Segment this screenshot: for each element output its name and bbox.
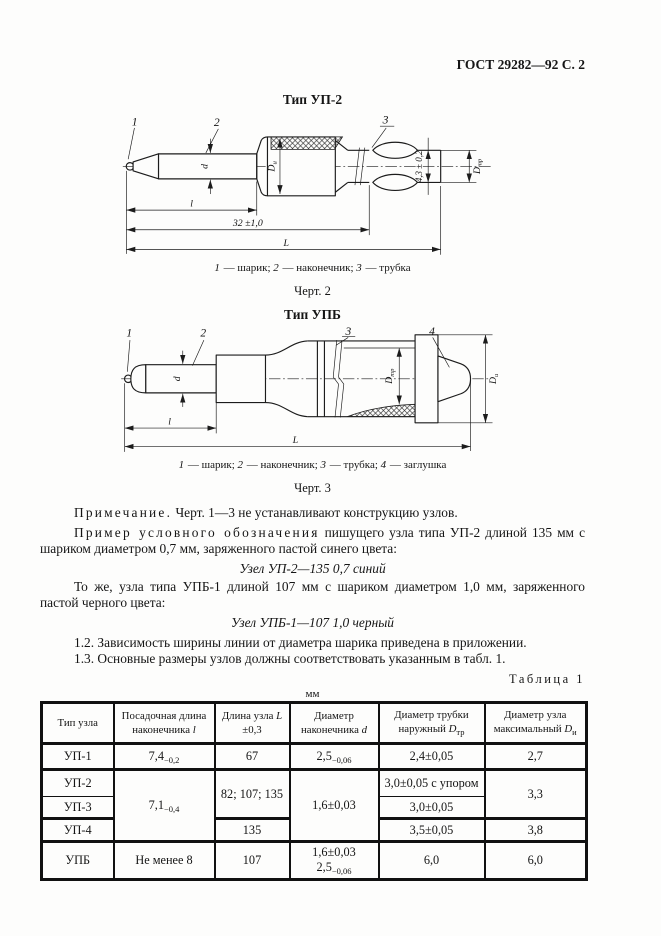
table-label: Таблица 1 [509, 672, 585, 686]
dim-l-label: l [190, 199, 193, 210]
figure2-caption: 1 — шарик; 2 — наконечник; 3 — трубка [214, 262, 411, 274]
note-paragraph: Примечание. Черт. 1—3 не устанавливают к… [74, 505, 458, 520]
cell-max-diameter: 3,8 [483, 817, 588, 843]
table-row-up2: УП-2 7,1−0,4 82; 107; 135 1,6±0,03 3,0±0… [40, 768, 588, 843]
dim-dtr-label: Dтр [384, 368, 396, 385]
figure3-number: Черт. 3 [294, 481, 331, 495]
callout-1: 1 [126, 328, 132, 340]
dim-32-label: 32 ±1,0 [231, 218, 262, 229]
same-paragraph: То же, узла типа УПБ-1 длиной 107 мм с ш… [40, 579, 585, 610]
table-row-up1: УП-1 7,4−0,2 67 2,5−0,06 2,4±0,05 2,7 [40, 743, 588, 771]
cell-length: 82; 107; 135 [213, 768, 291, 820]
up2-technical-drawing: 1 2 3 d Dи 4,3 ± 0,2 Dтр l 32 ±1,0 L [122, 114, 491, 255]
cell-seat-length: 7,4−0,2 [112, 743, 216, 771]
cell-type: УПБ [40, 840, 115, 881]
cell-length: 107 [213, 840, 291, 881]
callout-4: 4 [429, 326, 435, 338]
figure3-title: Тип УПБ [284, 307, 341, 322]
cell-max-diameter: 2,7 [483, 743, 588, 771]
figure3-caption: 1 — шарик; 2 — наконечник; 3 — трубка; 4… [178, 459, 447, 471]
dim-L-label: L [291, 435, 297, 446]
cell-tip-diameter: 2,5−0,06 [288, 743, 380, 771]
callout-3: 3 [381, 114, 388, 127]
upb-labels: 1 2 3 4 d Dтр Dи l L [126, 326, 499, 446]
item-1-3: 1.3. Основные размеры узлов должны соотв… [74, 651, 506, 666]
dim-43-label: 4,3 ± 0,2 [413, 150, 423, 182]
cell-tube-diameter: 3,5±0,05 [377, 817, 486, 843]
callout-2: 2 [200, 328, 206, 340]
dim-L-label: L [282, 238, 288, 249]
designation-upb: Узел УПБ-1—107 1,0 черный [231, 615, 394, 630]
item-1-2: 1.2. Зависимость ширины линии от диаметр… [74, 635, 527, 650]
callout-2: 2 [213, 116, 219, 129]
cell-type: УП-3 [40, 796, 115, 820]
cell-type: УП-2 [40, 768, 115, 798]
cell-length: 67 [213, 743, 291, 771]
cell-seat-length: Не менее 8 [112, 840, 216, 881]
example-paragraph: Пример условного обозначения пишущего уз… [40, 525, 586, 556]
cell-length: 135 [213, 817, 291, 843]
cell-tube-diameter: 2,4±0,05 [377, 743, 486, 771]
cell-tip-diameter: 1,6±0,03 [288, 768, 380, 843]
upb-technical-drawing: 1 2 3 4 d Dтр Dи l L [120, 326, 499, 452]
cell-type: УП-1 [40, 743, 115, 771]
cell-tube-diameter: 6,0 [377, 840, 486, 881]
col-header-type: Тип узла [40, 701, 115, 746]
table-units: мм [305, 688, 320, 700]
upb-outline [123, 334, 471, 424]
dim-l-label: l [168, 417, 171, 428]
callout-1: 1 [131, 115, 137, 128]
cell-tip-diameter: 1,6±0,03 2,5−0,06 [288, 840, 380, 881]
cell-max-diameter: 3,3 [483, 768, 588, 820]
figure2-title: Тип УП-2 [282, 92, 343, 107]
dim-d-label: d [172, 376, 183, 381]
dim-du-label: Dи [266, 160, 278, 172]
table-row-up3: УП-3 3,0±0,05 [40, 796, 587, 820]
cell-tube-diameter: 3,0±0,05 [377, 796, 486, 820]
callout-3: 3 [344, 326, 351, 338]
table-row-upb: УПБ Не менее 8 107 1,6±0,03 2,5−0,06 6,0… [40, 840, 588, 881]
col-header-unit-length: Длина узла L±0,3 [213, 701, 291, 746]
cell-seat-length: 7,1−0,4 [112, 768, 216, 843]
dim-du-label: Dи [488, 373, 500, 385]
cell-type: УП-4 [40, 817, 115, 843]
up2-dimension-lines [125, 125, 476, 255]
dim-d-label: d [199, 164, 210, 169]
cell-tube-diameter: 3,0±0,05 с упором [377, 768, 486, 798]
figure2-number: Черт. 2 [294, 284, 331, 298]
cell-max-diameter: 6,0 [483, 840, 588, 881]
document-header: ГОСТ 29282—92 С. 2 [456, 57, 585, 72]
designation-up2: Узел УП-2—135 0,7 синий [239, 561, 386, 576]
dim-dtr-label: Dтр [471, 158, 483, 175]
upb-dimension-lines [123, 334, 493, 452]
up2-labels: 1 2 3 d Dи 4,3 ± 0,2 Dтр l 32 ±1,0 L [131, 114, 483, 249]
